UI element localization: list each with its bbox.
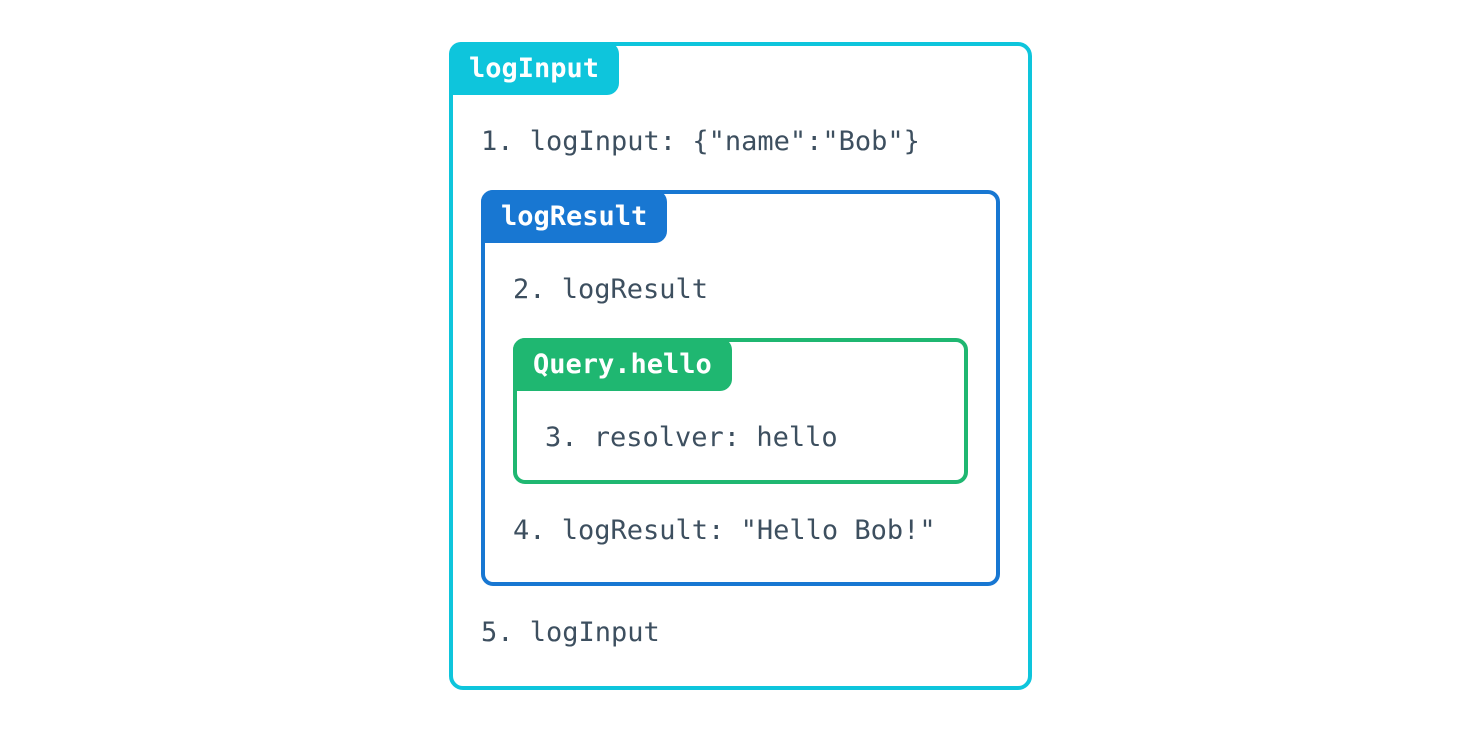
span-resolver-box: Query.hello 3. resolver: hello [513,338,968,484]
trace-line-2-logresult-enter: 2. logResult [513,274,709,305]
span-logresult-box: logResult 2. logResult Query.hello 3. re… [481,190,1000,586]
span-resolver-badge: Query.hello [513,338,732,391]
span-loginput-box: logInput 1. logInput: {"name":"Bob"} log… [449,42,1032,690]
span-loginput-badge: logInput [449,42,620,95]
span-logresult-badge: logResult [481,190,668,243]
trace-line-5-loginput-exit: 5. logInput [481,617,660,648]
trace-line-4-logresult-exit: 4. logResult: "Hello Bob!" [513,515,936,546]
trace-line-3-resolver: 3. resolver: hello [545,422,838,453]
trace-line-1-loginput-enter: 1. logInput: {"name":"Bob"} [481,126,920,157]
